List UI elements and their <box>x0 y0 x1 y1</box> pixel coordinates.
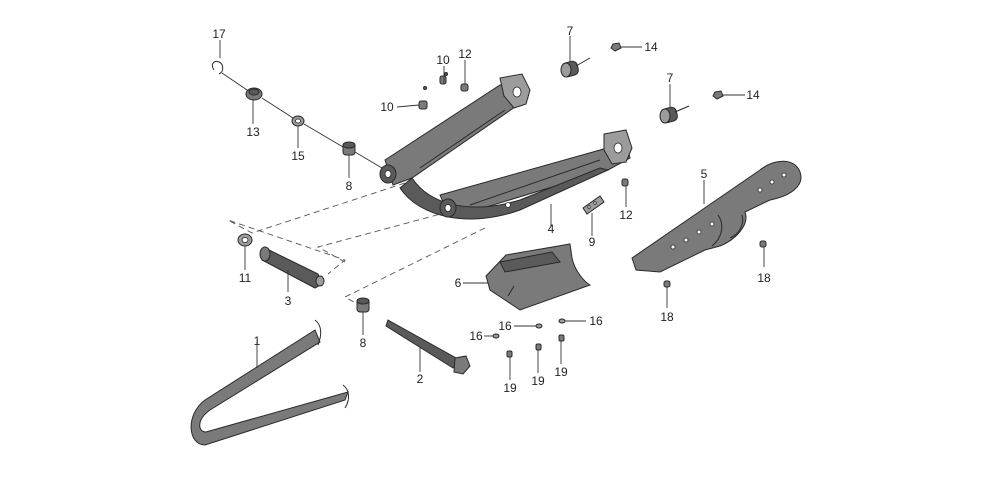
guard-cover-6 <box>485 243 592 311</box>
bolt-10-a <box>418 100 428 110</box>
callout-14-lower: 14 <box>746 88 760 102</box>
bolt-12-right <box>621 178 629 187</box>
callout-7-upper: 7 <box>567 24 574 38</box>
screw-19-c <box>558 334 565 342</box>
nut-14-upper <box>610 42 622 52</box>
callout-16-left: 16 <box>469 329 483 343</box>
spacer-8-lower <box>356 297 370 313</box>
screw-19-b <box>535 343 542 351</box>
spacer-8-upper <box>342 141 356 156</box>
circlip-17 <box>211 61 224 75</box>
drive-belt-1 <box>190 319 349 446</box>
callout-18-lower: 18 <box>660 310 674 324</box>
callout-13: 13 <box>246 125 260 139</box>
callout-14-upper: 14 <box>644 40 658 54</box>
callout-18-right: 18 <box>757 271 771 285</box>
chain-guard-5 <box>631 160 802 273</box>
callout-15: 15 <box>291 149 305 163</box>
pivot-sleeve-3 <box>259 246 325 289</box>
callout-5: 5 <box>701 167 708 181</box>
callout-12-top: 12 <box>458 47 472 61</box>
axis-line-17-13 <box>221 72 251 93</box>
axis-line-13-15 <box>261 97 294 119</box>
callout-8-upper: 8 <box>346 179 353 193</box>
bolt-18-a <box>759 240 767 248</box>
callout-labels: 17 13 15 8 10 10 12 7 14 7 14 5 12 4 9 1… <box>212 24 771 395</box>
axis-line-8-arm <box>354 151 383 169</box>
chain-adjuster-7-upper <box>560 57 591 78</box>
washer-16-b <box>535 323 543 329</box>
callout-11: 11 <box>239 271 252 285</box>
callout-1: 1 <box>254 334 261 348</box>
callout-2: 2 <box>417 372 424 386</box>
callout-10-top: 10 <box>436 53 450 67</box>
callout-4: 4 <box>548 222 555 236</box>
screw-19-a <box>506 350 513 358</box>
callout-9: 9 <box>589 235 596 249</box>
callout-8-lower: 8 <box>360 336 367 350</box>
callout-6: 6 <box>455 276 462 290</box>
callout-7-lower: 7 <box>667 71 674 85</box>
washer-16-c <box>558 318 566 324</box>
swing-arm-4 <box>379 73 633 220</box>
callout-16-right: 16 <box>589 314 603 328</box>
washer-11 <box>237 233 253 247</box>
callout-19-right: 19 <box>554 365 568 379</box>
washer-16-a <box>492 333 500 339</box>
bolt-12-top <box>460 83 469 92</box>
callout-16-mid: 16 <box>498 319 512 333</box>
callout-19-mid: 19 <box>531 374 545 388</box>
callout-17: 17 <box>212 27 226 41</box>
callout-12-right: 12 <box>619 208 633 222</box>
leader-lines <box>219 36 765 380</box>
callout-19-left: 19 <box>503 381 517 395</box>
bolt-18-b <box>663 280 671 288</box>
callout-3: 3 <box>285 294 292 308</box>
nut-14-lower <box>712 90 724 100</box>
callout-10-left: 10 <box>380 100 394 114</box>
chain-adjuster-7-lower <box>659 105 690 124</box>
axis-line-15-8 <box>303 123 344 148</box>
axle-bolt-2 <box>385 319 471 375</box>
bolt-10-b <box>423 72 448 90</box>
washer-15 <box>291 115 305 127</box>
plate-9 <box>582 195 605 215</box>
bushing-13 <box>245 87 263 101</box>
